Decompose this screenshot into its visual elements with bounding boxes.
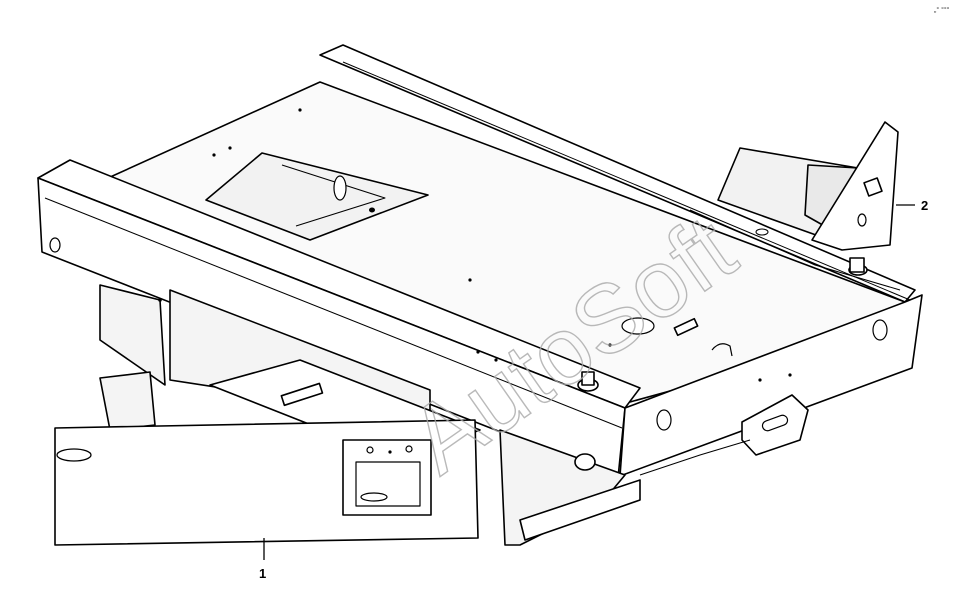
deck-cutout bbox=[205, 152, 429, 241]
underside-left bbox=[99, 284, 166, 386]
rivet-dots bbox=[158, 108, 792, 382]
rear-bracket-plate bbox=[811, 121, 899, 251]
callout-1: 1 bbox=[259, 538, 266, 581]
right-end-plate bbox=[619, 294, 923, 477]
front-cover-panel bbox=[54, 371, 479, 546]
callout-2-label: 2 bbox=[921, 198, 928, 213]
callout-1-label: 1 bbox=[259, 566, 266, 581]
callout-2: 2 bbox=[896, 198, 928, 213]
chassis-frame bbox=[37, 44, 923, 546]
rear-bracket bbox=[717, 121, 899, 251]
back-rail bbox=[319, 44, 916, 303]
corner-mark: „° °°° bbox=[934, 6, 950, 14]
